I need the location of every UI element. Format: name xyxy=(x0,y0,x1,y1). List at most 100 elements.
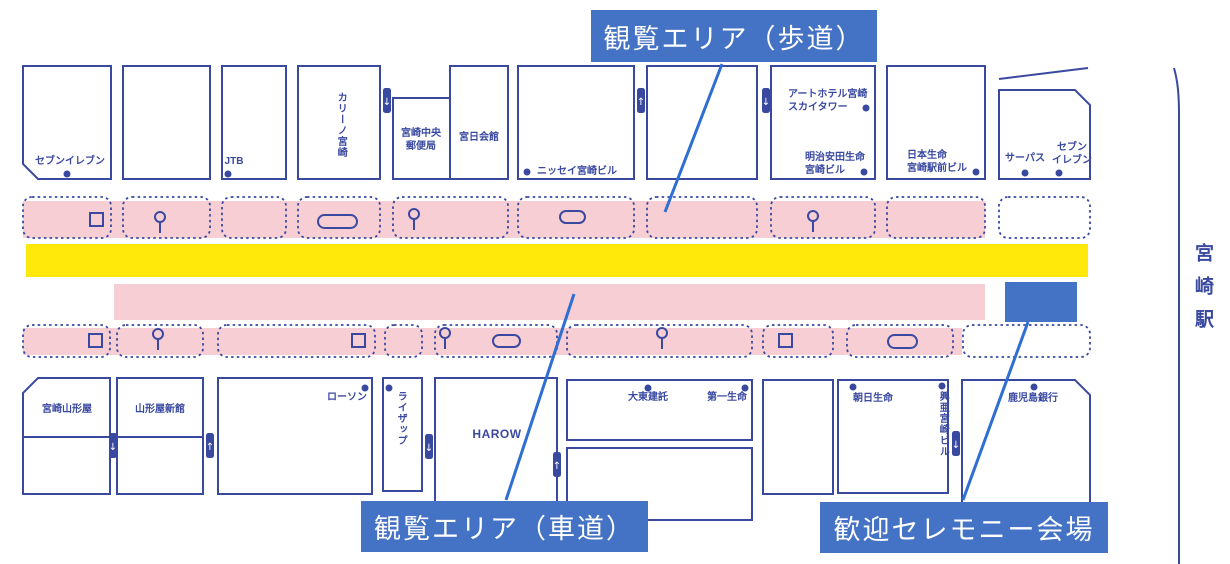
poi-label: 宮崎中央 郵便局 xyxy=(401,128,441,152)
sidewalk-section-south xyxy=(384,324,423,358)
callout-leader-ceremony xyxy=(961,321,1030,501)
square-marker-icon xyxy=(778,333,793,348)
city-block-north xyxy=(998,89,1091,180)
poi-label: JTB xyxy=(224,156,244,167)
bus-stop-oval-icon xyxy=(887,334,918,349)
poi-dot xyxy=(1021,169,1029,177)
sidewalk-section-north xyxy=(646,196,758,239)
poi-label: 鹿児島銀行 xyxy=(1008,393,1058,404)
crossing-arrow-glyph: ↑ xyxy=(206,442,214,453)
poi-dot xyxy=(862,104,870,112)
poi-dot xyxy=(1055,169,1063,177)
poi-label: カリーノ宮崎 xyxy=(335,92,347,158)
sidewalk-section-south xyxy=(22,324,111,358)
crossing-arrow-icon xyxy=(762,88,770,113)
crossing-arrow-glyph: ↓ xyxy=(762,97,770,108)
crossing-arrow-glyph: ↑ xyxy=(637,97,645,108)
city-block-north xyxy=(22,65,112,180)
poi-dot xyxy=(523,168,531,176)
callout-leader-roadway xyxy=(504,293,576,501)
roadway-viewing-strip xyxy=(114,284,985,320)
sidewalk-section-south xyxy=(434,324,558,358)
poi-label: 興亜宮崎ビル xyxy=(937,391,949,457)
city-block-south xyxy=(566,379,753,441)
city-block-south xyxy=(837,379,949,494)
poi-label: 日本生命 宮崎駅前ビル xyxy=(907,150,967,174)
poi-dot xyxy=(1030,383,1038,391)
sidewalk-section-south xyxy=(116,324,204,358)
callout-welcome-ceremony-venue: 歓迎セレモニー会場 xyxy=(820,502,1108,553)
poi-label: サーパス xyxy=(1005,153,1045,164)
bus-stop-oval-icon xyxy=(317,214,358,229)
callout-roadway-viewing-area: 観覧エリア（車道） xyxy=(361,501,648,552)
city-block-north xyxy=(517,65,635,180)
callout-walkway-viewing-area: 観覧エリア（歩道） xyxy=(591,10,877,62)
crossing-arrow-glyph: ↓ xyxy=(425,443,433,454)
crossing-arrow-glyph: ↓ xyxy=(383,97,391,108)
city-block-north xyxy=(297,65,381,180)
poi-label: セブン イレブン xyxy=(1052,142,1092,166)
poi-dot xyxy=(385,384,393,392)
poi-label: ニッセイ宮崎ビル xyxy=(537,166,617,177)
poi-label: HAROW xyxy=(472,427,522,441)
crossing-arrow-icon xyxy=(425,434,433,459)
poi-label: 宮崎山形屋 xyxy=(42,404,92,415)
sidewalk-section-south xyxy=(217,324,376,358)
sidewalk-viewing-strip-north xyxy=(23,201,985,238)
sidewalk-section-south xyxy=(566,324,753,358)
sidewalk-section-north xyxy=(22,196,112,239)
crossing-arrow-glyph: ↓ xyxy=(109,442,117,453)
poi-dot xyxy=(938,382,946,390)
sidewalk-section-south xyxy=(962,324,1091,358)
crossing-arrow-icon xyxy=(637,88,645,113)
square-marker-icon xyxy=(89,212,104,227)
square-marker-icon xyxy=(351,333,366,348)
sidewalk-section-south xyxy=(846,324,954,358)
poi-label: 山形屋新館 xyxy=(135,404,185,415)
crossing-arrow-glyph: ↑ xyxy=(553,461,561,472)
parade-route-strip xyxy=(26,244,1088,277)
miyazaki-station-label: 宮崎駅 xyxy=(1192,243,1213,342)
crossing-arrow-icon xyxy=(206,433,214,458)
bus-stop-oval-icon xyxy=(492,334,521,348)
city-block-north xyxy=(886,65,986,180)
crossing-arrow-icon xyxy=(553,452,561,477)
city-block-north xyxy=(770,65,876,180)
city-block-south xyxy=(762,379,834,495)
poi-label: 大東建託 xyxy=(628,392,668,403)
sidewalk-section-north xyxy=(998,196,1091,239)
poi-dot xyxy=(741,384,749,392)
crossing-arrow-icon xyxy=(383,88,391,113)
poi-dot xyxy=(63,170,71,178)
city-block-north xyxy=(221,65,287,180)
poi-label: アートホテル宮崎 スカイタワー xyxy=(788,89,868,113)
city-block-south xyxy=(382,377,423,492)
poi-label: 朝日生命 xyxy=(853,393,893,404)
poi-label: 宮日会館 xyxy=(459,132,499,143)
bus-stop-oval-icon xyxy=(559,210,586,224)
poi-label: 第一生命 xyxy=(707,392,747,403)
poi-label: ローソン xyxy=(327,392,367,403)
station-access-road-line xyxy=(998,67,1089,80)
square-marker-icon xyxy=(88,333,103,348)
city-block-north xyxy=(122,65,211,180)
sidewalk-section-south xyxy=(762,324,834,358)
callout-leader-walkway xyxy=(663,63,724,213)
crossing-arrow-icon xyxy=(109,433,117,458)
poi-dot xyxy=(860,168,868,176)
sidewalk-section-north xyxy=(122,196,211,239)
poi-dot xyxy=(972,168,980,176)
poi-dot xyxy=(644,384,652,392)
sidewalk-section-north xyxy=(886,196,986,239)
poi-dot xyxy=(224,170,232,178)
poi-label: セブンイレブン xyxy=(35,156,105,167)
poi-label: ライザップ xyxy=(395,391,407,446)
city-block-south xyxy=(217,377,373,495)
crossing-arrow-glyph: ↓ xyxy=(952,440,960,451)
poi-dot xyxy=(361,384,369,392)
city-block-south xyxy=(566,447,753,521)
station-boundary-line xyxy=(1173,67,1180,564)
